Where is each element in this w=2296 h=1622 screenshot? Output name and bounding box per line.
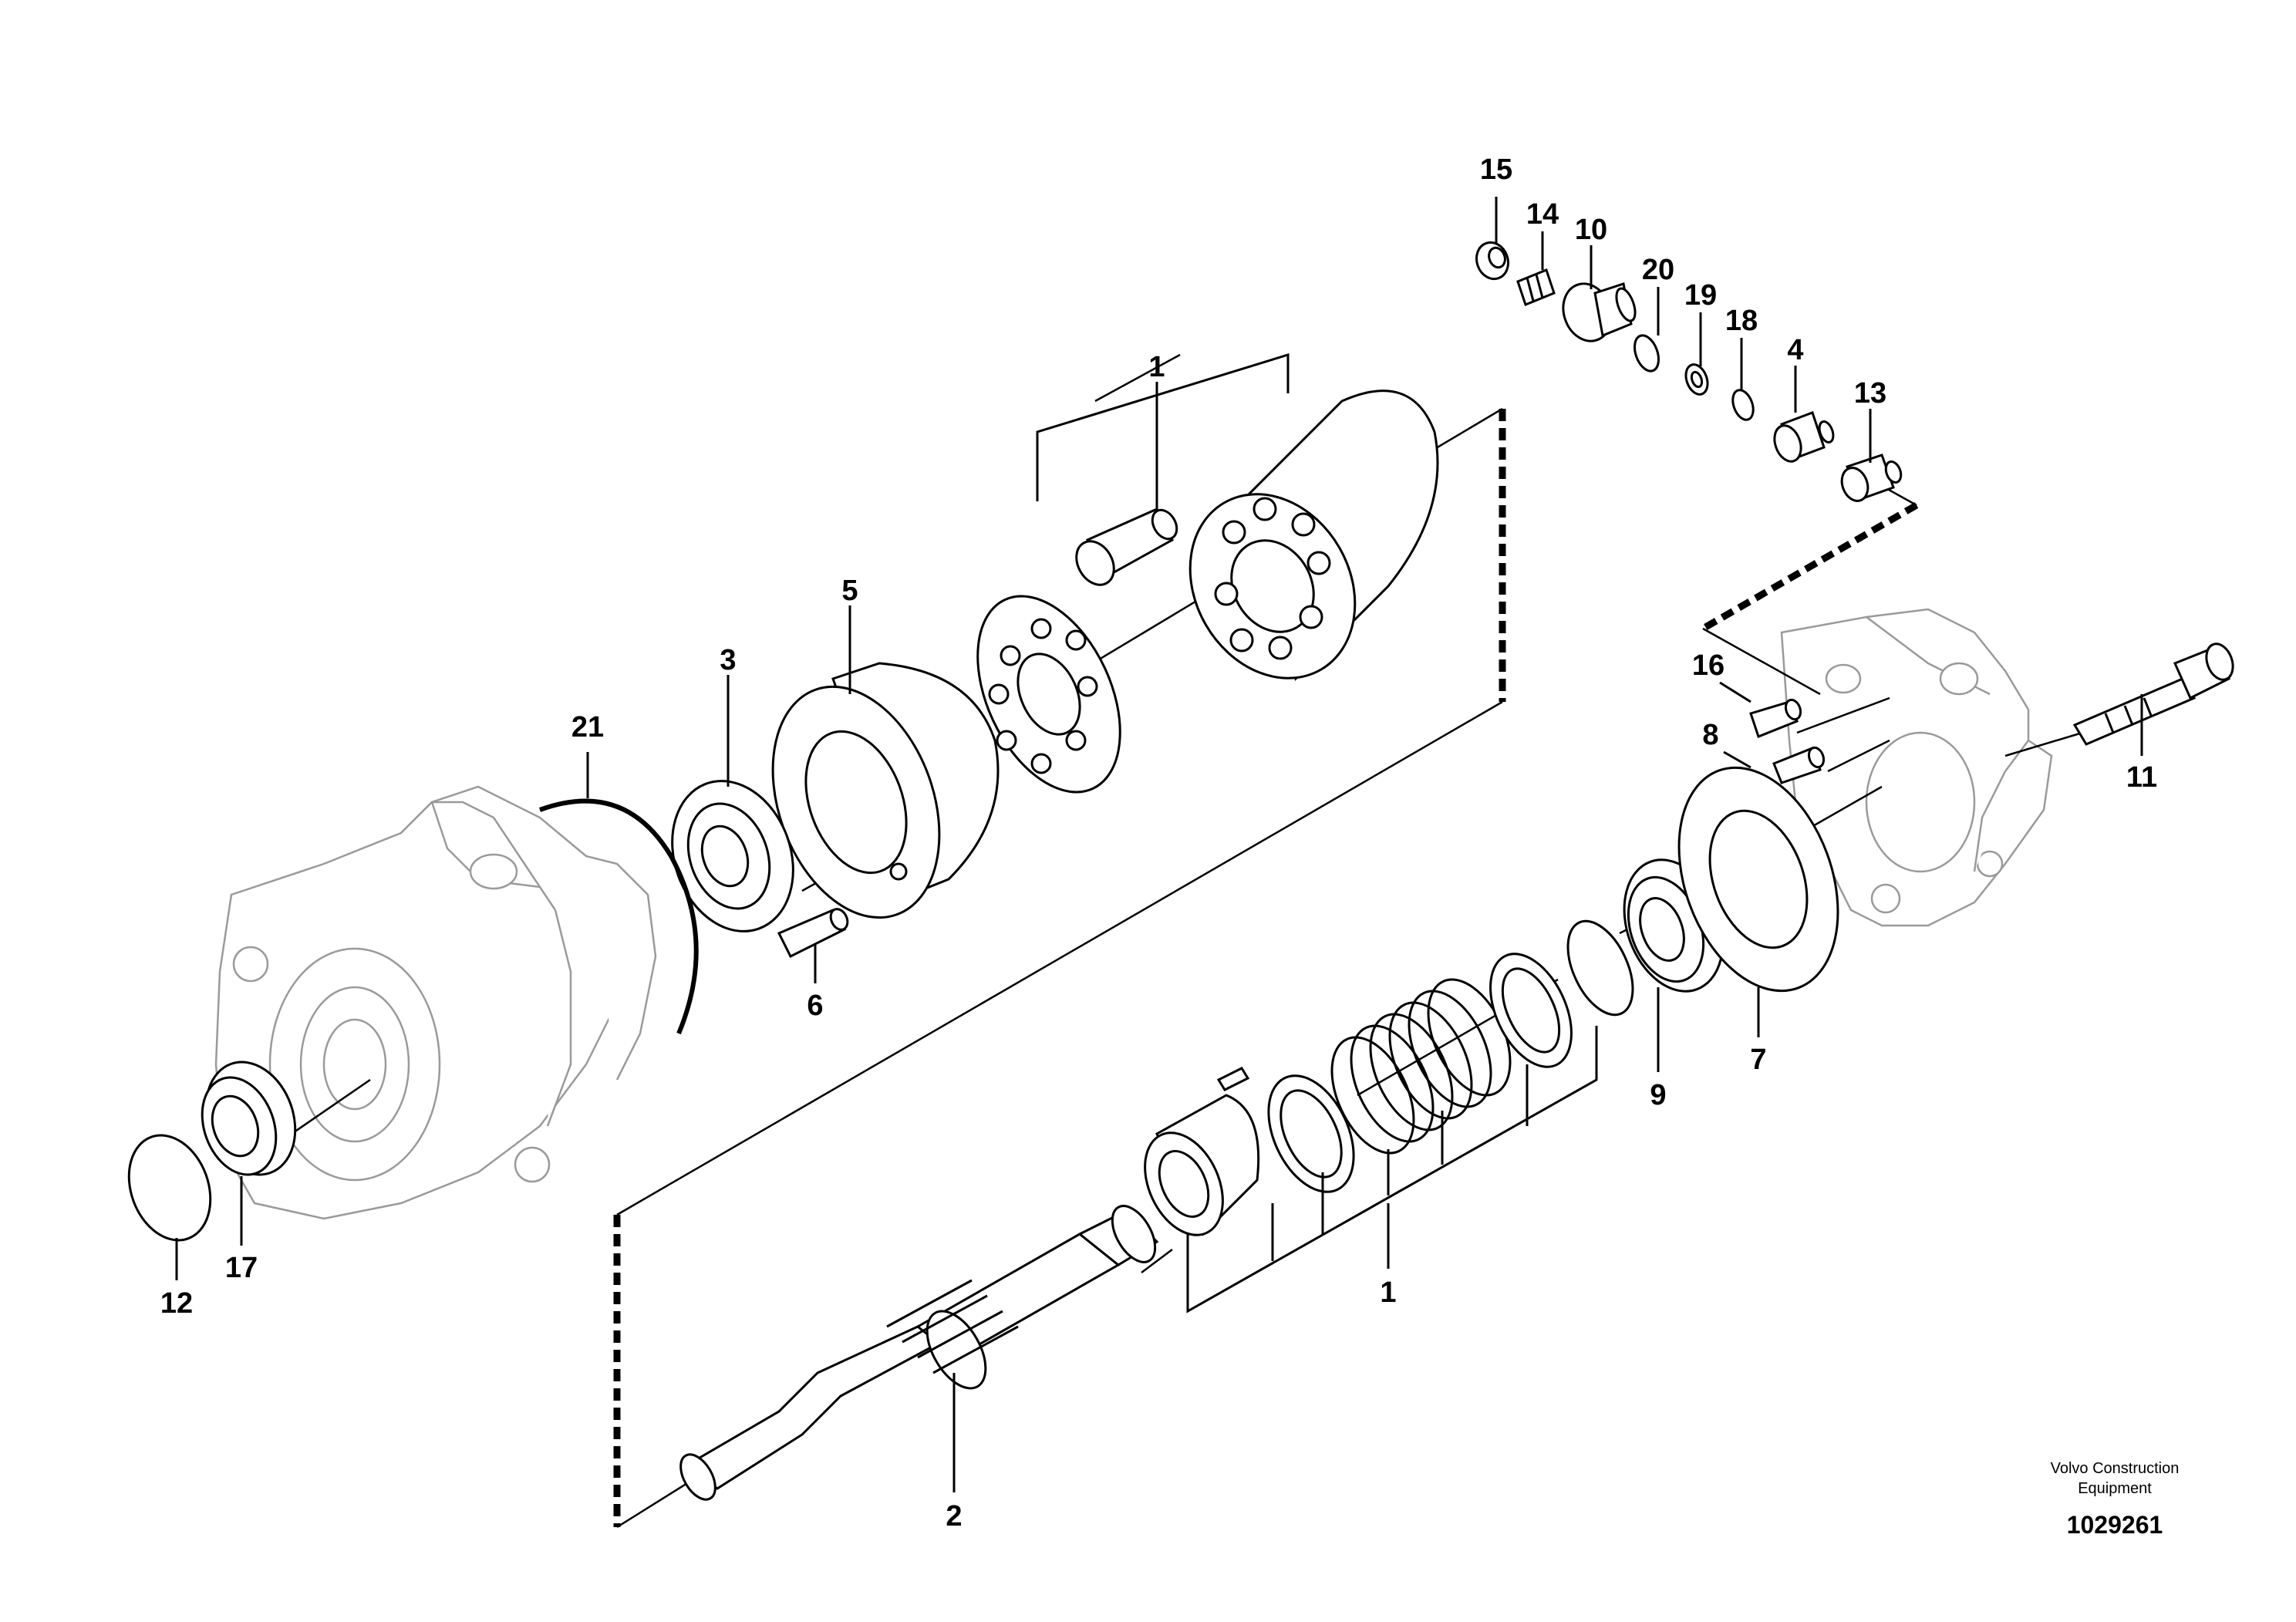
callout-1-top: 1 <box>1148 351 1165 383</box>
callout-11: 11 <box>2126 761 2157 794</box>
callout-16: 16 <box>1692 649 1725 682</box>
valve-cap-10 <box>1562 282 1637 342</box>
callout-3: 3 <box>720 644 736 676</box>
callout-2: 2 <box>946 1500 962 1533</box>
callout-6: 6 <box>807 990 823 1022</box>
leader-bracket-1-top <box>1036 352 1290 509</box>
valve-housing-right <box>1780 608 2053 927</box>
o-ring-21 <box>538 798 699 1035</box>
callout-7: 7 <box>1750 1044 1766 1076</box>
o-ring-20 <box>1633 334 1660 373</box>
snap-ring-12 <box>127 1134 212 1242</box>
callout-4: 4 <box>1787 334 1803 366</box>
o-ring-18 <box>1731 389 1755 421</box>
pin-8 <box>1772 746 1826 784</box>
callout-19: 19 <box>1684 279 1717 312</box>
snap-ring-inner <box>1566 919 1634 1017</box>
callout-17: 17 <box>225 1252 258 1284</box>
callout-8: 8 <box>1702 719 1718 751</box>
callout-20: 20 <box>1642 254 1674 286</box>
callout-18: 18 <box>1725 305 1758 337</box>
callout-21: 21 <box>571 711 604 744</box>
callout-10: 10 <box>1575 214 1607 246</box>
set-screw-14 <box>1516 268 1556 306</box>
spherical-bushing <box>1144 1067 1260 1236</box>
spring-washer <box>1489 953 1573 1068</box>
socket-bolt <box>2072 642 2234 746</box>
document-number: 1029261 <box>2067 1511 2163 1539</box>
callout-leaders <box>175 197 2143 1492</box>
pin-6 <box>777 908 849 959</box>
callout-12: 12 <box>160 1287 193 1320</box>
callout-9: 9 <box>1650 1079 1666 1111</box>
callout-14: 14 <box>1526 198 1559 231</box>
backup-ring-19 <box>1684 363 1709 396</box>
document-footer: Volvo Construction Equipment 1029261 <box>2051 1460 2180 1539</box>
credit-line-1: Volvo Construction <box>2051 1460 2180 1477</box>
piston-shoe <box>1075 508 1178 586</box>
callout-5: 5 <box>841 575 858 607</box>
spacer-ring <box>1267 1074 1355 1193</box>
leader-bracket-1-bottom <box>1186 1026 1598 1313</box>
assembly-dashed-lines <box>613 409 1919 1527</box>
callout-1-bottom: 1 <box>1380 1276 1396 1309</box>
valve-plate <box>1677 766 1839 993</box>
credit-line-2: Equipment <box>2078 1480 2152 1497</box>
ball-bearing-3 <box>671 780 794 932</box>
pin-16 <box>1749 698 1802 738</box>
pump-housing-left <box>214 785 657 1220</box>
retainer-plate <box>976 595 1121 794</box>
ball-bearing-17 <box>201 1061 297 1176</box>
plug-15 <box>1475 241 1510 281</box>
callout-labels: 1 1 2 3 4 5 6 7 8 9 10 11 12 13 14 15 16… <box>160 153 2157 1533</box>
spool-4 <box>1773 411 1835 463</box>
cylinder-block <box>1188 389 1439 681</box>
callout-13: 13 <box>1854 377 1886 410</box>
swash-plate <box>771 662 1000 919</box>
callout-15: 15 <box>1480 153 1512 186</box>
drive-shaft <box>679 1205 1159 1501</box>
